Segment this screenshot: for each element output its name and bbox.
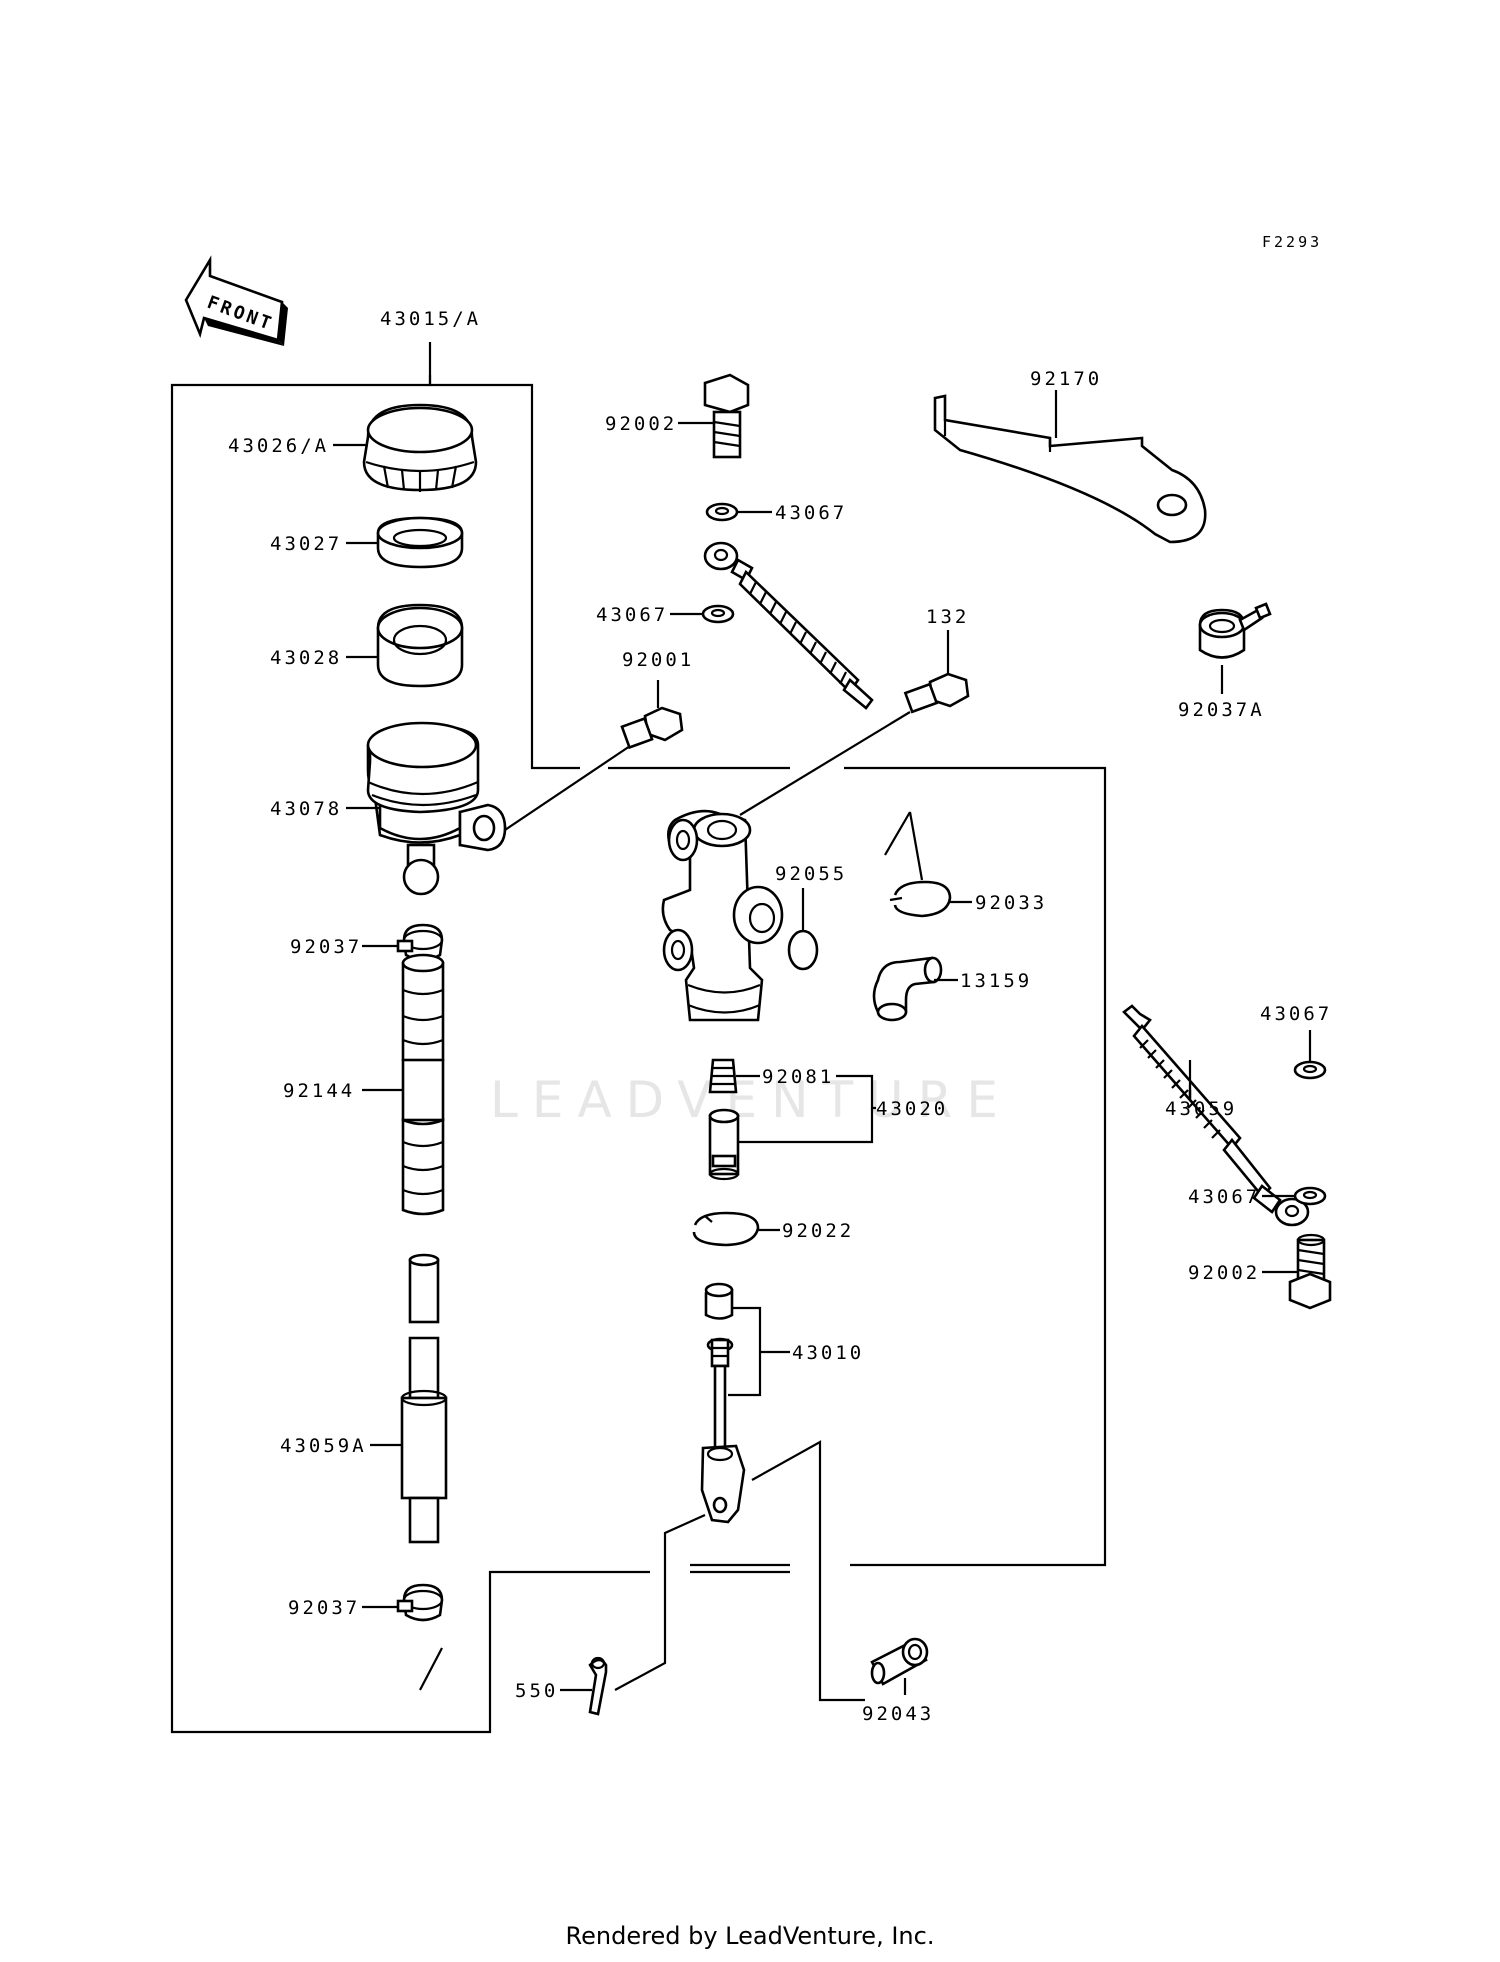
label-550: 550	[515, 1680, 558, 1702]
hose-clamp-92037a	[1198, 602, 1272, 659]
circlip-92022	[692, 1211, 760, 1247]
label-43067-b: 43067	[596, 604, 668, 626]
label-43067-a: 43067	[775, 502, 847, 524]
reservoir	[366, 721, 507, 896]
label-92081: 92081	[762, 1066, 834, 1088]
label-43067-d: 43067	[1188, 1186, 1260, 1208]
master-cylinder-body	[661, 809, 784, 1022]
spring-92081	[708, 1058, 738, 1094]
label-43026a: 43026/A	[228, 435, 329, 457]
washer-a	[705, 502, 739, 522]
reservoir-cap	[362, 403, 478, 492]
washer-b	[701, 604, 735, 624]
label-92002-top: 92002	[605, 413, 677, 435]
label-92037-bottom: 92037	[288, 1597, 360, 1619]
label-43028: 43028	[270, 647, 342, 669]
hose-clamp-bottom	[396, 1583, 444, 1622]
diaphragm	[376, 603, 464, 688]
o-ring-92055	[787, 929, 819, 971]
mounting-bolt-92001	[620, 706, 684, 750]
piston-43020	[708, 1108, 740, 1181]
label-43020: 43020	[876, 1098, 948, 1120]
label-43027: 43027	[270, 533, 342, 555]
label-132: 132	[926, 606, 969, 628]
label-43059a: 43059A	[280, 1435, 367, 1457]
label-92037-top: 92037	[290, 936, 362, 958]
banjo-bolt-top	[703, 373, 750, 459]
diagram-code: F2293	[1262, 233, 1322, 251]
label-92144: 92144	[283, 1080, 355, 1102]
label-92002-bottom: 92002	[1188, 1262, 1260, 1284]
group-outline-left-top	[430, 383, 580, 770]
label-92170: 92170	[1030, 368, 1102, 390]
push-rod-43010	[700, 1282, 746, 1524]
label-43067-c: 43067	[1260, 1003, 1332, 1025]
front-arrow-icon: FRONT	[184, 255, 288, 346]
cotter-pin-550	[588, 1656, 608, 1716]
reservoir-hose	[401, 953, 445, 1216]
label-92022: 92022	[782, 1220, 854, 1242]
hose-43059a	[400, 1253, 448, 1544]
label-92055: 92055	[775, 863, 847, 885]
washer-c	[1293, 1060, 1327, 1080]
label-92043: 92043	[862, 1703, 934, 1725]
washer-d	[1293, 1186, 1327, 1206]
diaphragm-plate	[376, 516, 464, 569]
label-92037a: 92037A	[1178, 699, 1265, 721]
banjo-bolt-bottom	[1288, 1233, 1332, 1310]
mounting-bolt-132	[903, 672, 970, 714]
label-92033: 92033	[975, 892, 1047, 914]
elbow-fitting-13159	[872, 956, 943, 1022]
label-43015a: 43015/A	[380, 308, 481, 330]
label-92001: 92001	[622, 649, 694, 671]
clevis-pin-92043	[870, 1637, 929, 1686]
watermark: LEADVENTURE	[490, 1071, 1012, 1129]
label-13159: 13159	[960, 970, 1032, 992]
hose-guide-bracket	[933, 394, 1207, 544]
label-43078: 43078	[270, 798, 342, 820]
brake-hose-upper	[703, 541, 874, 710]
brake-hose-43059	[1122, 1004, 1310, 1227]
circlip-92033	[889, 880, 952, 918]
footer-credit: Rendered by LeadVenture, Inc.	[565, 1922, 935, 1950]
label-43059: 43059	[1165, 1098, 1237, 1120]
label-43010: 43010	[792, 1342, 864, 1364]
